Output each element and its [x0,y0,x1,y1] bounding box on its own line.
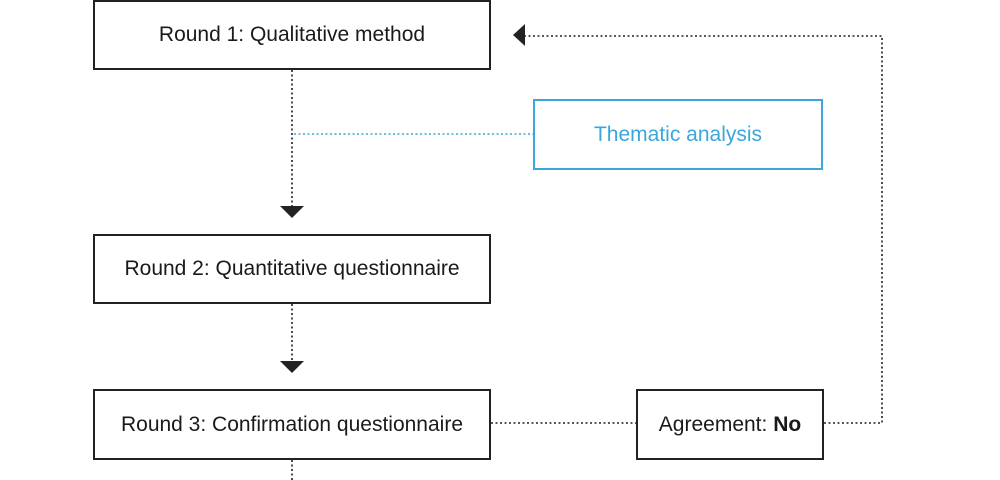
arrowhead-round2 [280,206,304,218]
agreement-value: No [773,412,802,436]
arrowhead-round1 [513,24,525,46]
thematic-analysis-box: Thematic analysis [533,99,823,170]
round1-box: Round 1: Qualitative method [93,0,491,70]
round2-label: Round 2: Quantitative questionnaire [124,257,460,280]
agreement-box: Agreement: No [636,389,824,460]
arrowhead-round3 [280,361,304,373]
round1-label: Round 1: Qualitative method [158,23,426,46]
round2-box: Round 2: Quantitative questionnaire [93,234,491,304]
edge-agreement-to-round1 [524,35,883,424]
round3-label: Round 3: Confirmation questionnaire [120,412,464,436]
thematic-analysis-label: Thematic analysis [593,122,763,146]
round3-box: Round 3: Confirmation questionnaire [93,389,491,460]
agreement-label: Agreement: [658,412,774,436]
